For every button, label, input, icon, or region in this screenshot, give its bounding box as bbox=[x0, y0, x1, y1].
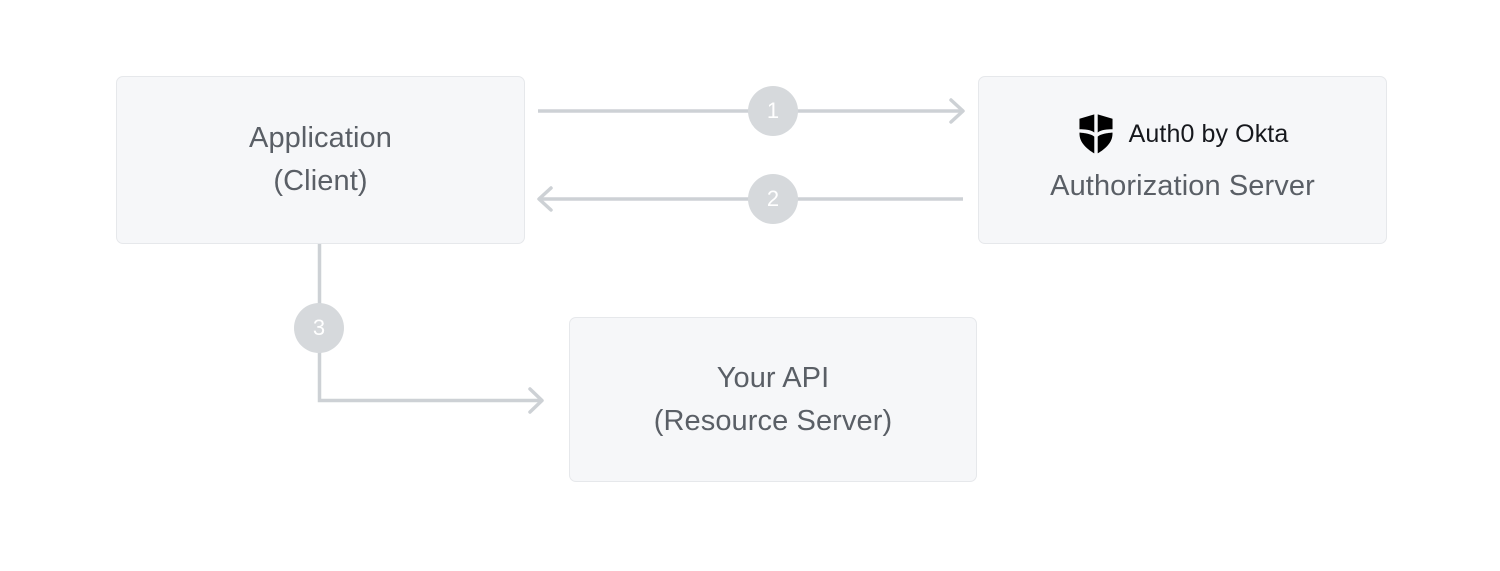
node-your-api-subtitle: (Resource Server) bbox=[653, 404, 893, 437]
okta-shield-logo bbox=[1079, 113, 1113, 153]
node-your-api-title: Your API bbox=[716, 361, 830, 394]
auth0-brand: Auth0 by Okta bbox=[1077, 113, 1289, 155]
node-your-api[interactable]: Your API (Resource Server) bbox=[569, 317, 977, 482]
node-application-title: Application bbox=[249, 122, 392, 154]
node-application[interactable]: Application (Client) bbox=[116, 76, 525, 244]
node-authorization-server-title: Authorization Server bbox=[1050, 169, 1315, 202]
node-application-subtitle: (Client) bbox=[273, 165, 368, 197]
auth0-brand-label: Auth0 by Okta bbox=[1128, 119, 1289, 148]
step-badge-3[interactable]: 3 bbox=[294, 303, 344, 353]
step-badge-2[interactable]: 2 bbox=[748, 174, 798, 224]
node-authorization-server[interactable]: Auth0 by Okta Authorization Server bbox=[978, 76, 1387, 244]
connector-step-3 bbox=[317, 244, 544, 414]
step-badge-1[interactable]: 1 bbox=[748, 86, 798, 136]
